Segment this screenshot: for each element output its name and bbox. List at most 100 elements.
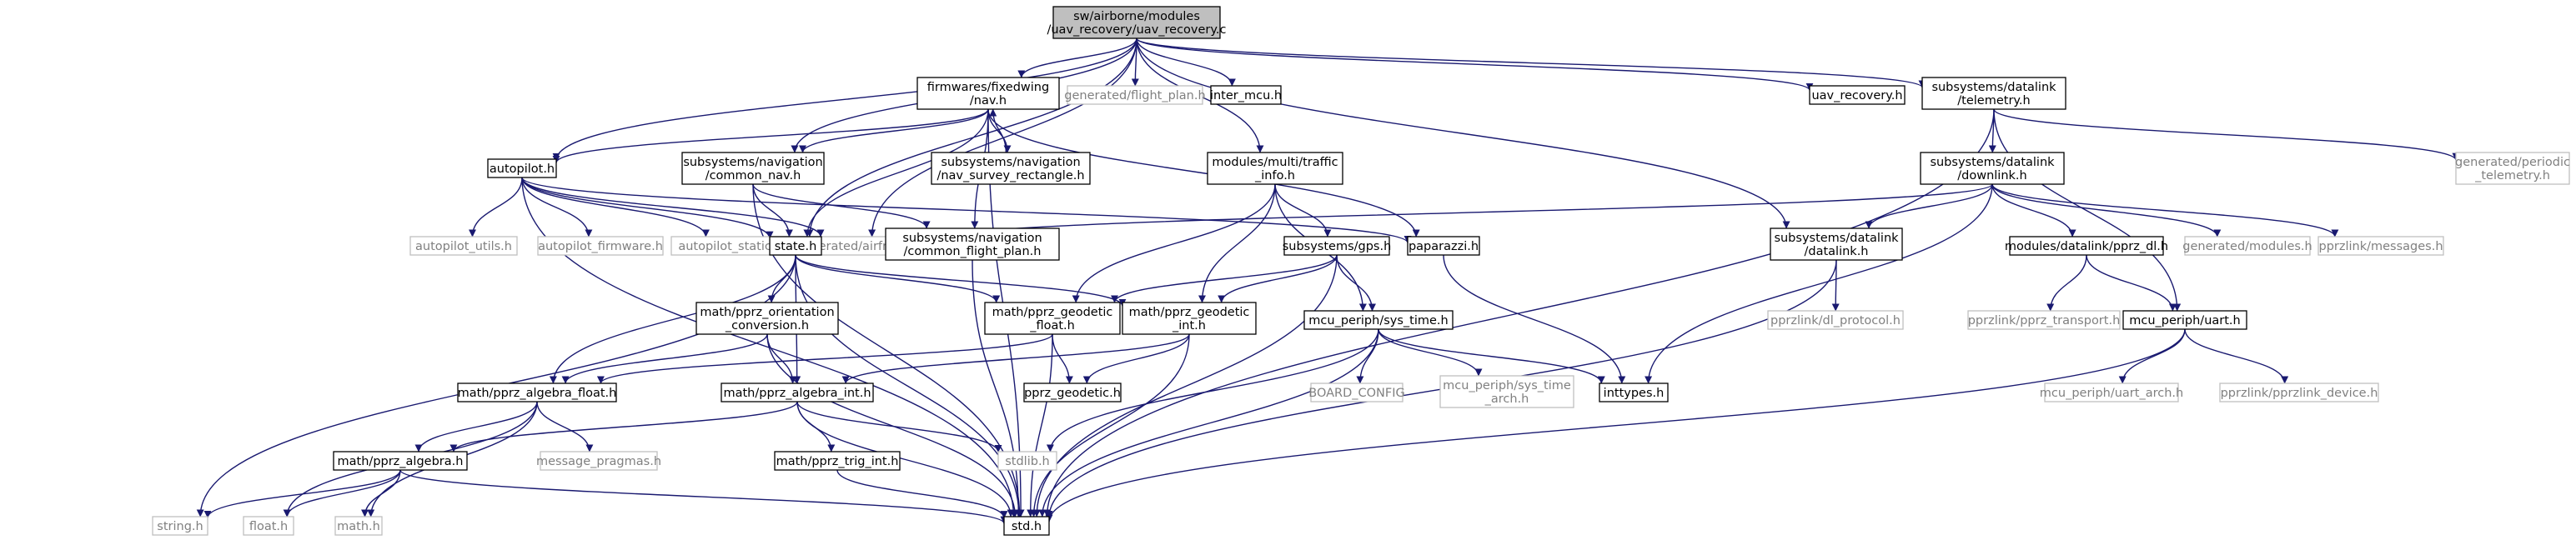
node-downlink[interactable]: subsystems/datalink/downlink.h	[1920, 152, 2065, 185]
node-float-h: float.h	[243, 516, 294, 536]
node-label: sw/airborne/modules	[1073, 10, 1200, 23]
node-label: subsystems/datalink	[1931, 81, 2056, 94]
node-gps[interactable]: subsystems/gps.h	[1283, 236, 1392, 256]
edge-common_nav-to-common_fp	[752, 183, 931, 229]
edge-gps-to-sys_time	[1336, 254, 1376, 312]
node-root[interactable]: sw/airborne/modules/uav_recovery/uav_rec…	[1047, 6, 1227, 39]
node-label: /common_nav.h	[706, 169, 801, 182]
edge-uart-to-uart_arch	[2118, 328, 2186, 384]
node-label: pprzlink/pprzlink_device.h	[2221, 387, 2378, 400]
node-label: subsystems/navigation	[902, 232, 1042, 245]
node-label: pprzlink/pprz_transport.h	[1968, 314, 2121, 328]
node-label: BOARD_CONFIG	[1308, 387, 1405, 400]
node-box	[721, 382, 874, 402]
node-inttypes[interactable]: inttypes.h	[1599, 382, 1669, 402]
edge-downlink-to-pprz_dl	[1991, 183, 2076, 238]
node-inter-mcu[interactable]: inter_mcu.h	[1210, 85, 1282, 105]
node-trig-int[interactable]: math/pprz_trig_int.h	[774, 451, 901, 471]
node-telemetry[interactable]: subsystems/datalink/telemetry.h	[1921, 77, 2066, 110]
node-fw-nav[interactable]: firmwares/fixedwing/nav.h	[916, 77, 1060, 110]
node-label: /nav.h	[970, 94, 1007, 108]
edge-algebra-to-std_h	[399, 469, 1008, 524]
edge-root-to-uav_recovery_h	[1136, 38, 1814, 91]
node-paparazzi[interactable]: paparazzi.h	[1407, 236, 1480, 256]
node-uart[interactable]: mcu_periph/uart.h	[2122, 310, 2247, 330]
node-autopilot[interactable]: autopilot.h	[487, 158, 557, 178]
edge-telemetry-to-uart	[1993, 108, 2182, 312]
edge-sys_time-to-sys_time_arch	[1378, 328, 1483, 377]
node-box	[2317, 236, 2444, 256]
node-algebra[interactable]: math/pprz_algebra.h	[333, 451, 468, 471]
node-state[interactable]: state.h	[769, 236, 822, 256]
node-box	[152, 516, 208, 536]
node-box	[769, 236, 822, 256]
node-board-config: BOARD_CONFIG	[1308, 382, 1405, 402]
node-box	[1920, 152, 2065, 185]
node-label: /uav_recovery/uav_recovery.c	[1047, 23, 1226, 37]
node-nav-survey[interactable]: subsystems/navigation/nav_survey_rectang…	[931, 152, 1091, 185]
node-box	[2219, 382, 2379, 402]
edge-autopilot-to-paparazzi	[521, 177, 1412, 243]
node-label: math/pprz_algebra_float.h	[458, 387, 617, 400]
edge-root-to-telemetry	[1136, 38, 1926, 88]
node-box	[2184, 236, 2311, 256]
edge-algebra-to-math_h	[361, 469, 401, 518]
node-box	[1003, 516, 1050, 536]
edge-nav_survey-to-fw_nav	[989, 108, 1007, 153]
node-label: /datalink.h	[1805, 245, 1869, 258]
node-orient-conv[interactable]: math/pprz_orientation_conversion.h	[695, 302, 839, 335]
node-label: _arch.h	[1484, 392, 1529, 406]
edge-root-to-fw_nav	[1017, 38, 1137, 78]
node-box	[1207, 152, 1343, 185]
node-label: autopilot_utils.h	[415, 240, 512, 253]
node-label: modules/multi/traffic	[1212, 156, 1338, 169]
node-label: mcu_periph/sys_time.h	[1308, 314, 1448, 328]
node-label: inttypes.h	[1604, 387, 1665, 400]
node-geo-int[interactable]: math/pprz_geodetic_int.h	[1122, 302, 1257, 335]
node-box	[681, 152, 825, 185]
node-common-nav[interactable]: subsystems/navigation/common_nav.h	[681, 152, 825, 185]
node-dl-protocol: pprzlink/dl_protocol.h	[1767, 310, 1904, 330]
node-label: math/pprz_orientation	[700, 306, 834, 319]
node-alg-float[interactable]: math/pprz_algebra_float.h	[457, 382, 617, 402]
node-box	[2455, 152, 2570, 185]
node-box	[333, 451, 468, 471]
node-label: firmwares/fixedwing	[927, 81, 1049, 94]
edge-geo_float-to-alg_float	[597, 333, 1053, 384]
node-label: generated/flight_plan.h	[1064, 89, 1205, 102]
node-pprz-geodetic[interactable]: pprz_geodetic.h	[1023, 382, 1122, 402]
node-geo-float[interactable]: math/pprz_geodetic_float.h	[984, 302, 1121, 335]
node-ap-firmware: autopilot_firmware.h	[537, 236, 664, 256]
node-uav-recovery-h[interactable]: uav_recovery.h	[1809, 85, 1906, 105]
node-box	[1122, 302, 1257, 335]
node-pprz-dl[interactable]: modules/datalink/pprz_dl.h	[2005, 236, 2168, 256]
node-datalink[interactable]: subsystems/datalink/datalink.h	[1770, 228, 1903, 261]
node-label: _conversion.h	[725, 319, 809, 332]
node-ap-static: autopilot_static.h	[670, 236, 791, 256]
node-traffic-info[interactable]: modules/multi/traffic_info.h	[1207, 152, 1343, 185]
edge-root-to-inter_mcu	[1136, 38, 1236, 87]
node-box	[409, 236, 518, 256]
node-label: subsystems/datalink	[1930, 156, 2055, 169]
node-box	[1407, 236, 1480, 256]
edge-geo_int-to-std_h	[1030, 333, 1190, 518]
node-std-h[interactable]: std.h	[1003, 516, 1050, 536]
edge-uart-to-std_h	[1045, 328, 2186, 522]
edge-orient_conv-to-alg_float	[561, 333, 768, 384]
node-common-fp[interactable]: subsystems/navigation/common_flight_plan…	[885, 228, 1060, 261]
node-box	[931, 152, 1091, 185]
edge-traffic_info-to-geo_float	[1072, 183, 1276, 303]
node-alg-int[interactable]: math/pprz_algebra_int.h	[721, 382, 874, 402]
node-sys-time[interactable]: mcu_periph/sys_time.h	[1303, 310, 1454, 330]
node-box	[1283, 236, 1390, 256]
node-sys-time-arch: mcu_periph/sys_time_arch.h	[1439, 375, 1574, 408]
node-box	[1770, 228, 1903, 261]
node-box	[243, 516, 294, 536]
node-label: math/pprz_geodetic	[992, 306, 1113, 319]
edge-autopilot-to-ap_utils	[469, 177, 523, 238]
edge-state-to-geo_float	[795, 254, 1001, 303]
edge-common_fp-to-std_h	[972, 259, 1022, 518]
edge-autopilot-to-state	[521, 177, 774, 239]
edge-downlink-to-gen_modules	[1991, 183, 2222, 238]
node-box	[695, 302, 839, 335]
